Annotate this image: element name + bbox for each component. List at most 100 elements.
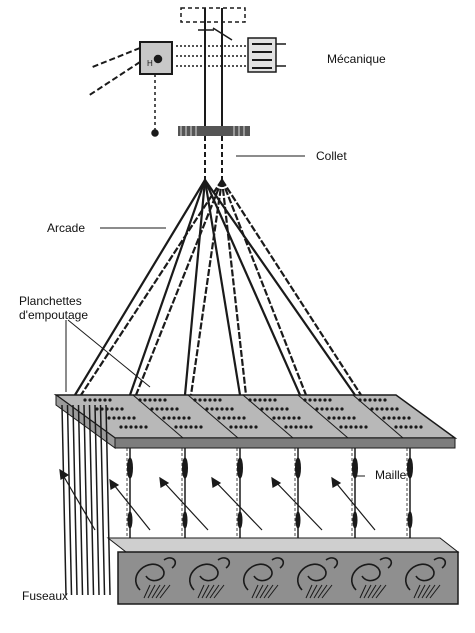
board-hole [318, 398, 322, 402]
board-hole [184, 425, 188, 429]
fabric-leaf [143, 584, 151, 599]
board-hole [112, 416, 116, 420]
board-hole [258, 398, 262, 402]
label-mecanique: Mécanique [327, 52, 386, 66]
warp-arrow [59, 469, 96, 531]
board-hole [325, 407, 329, 411]
board-hole [93, 398, 97, 402]
board-hole [229, 425, 233, 429]
board-hole [199, 425, 203, 429]
board-hole [409, 425, 413, 429]
board-hole [153, 398, 157, 402]
board-hole [124, 425, 128, 429]
board-hole [115, 407, 119, 411]
board-hole [392, 416, 396, 420]
board-hole [177, 416, 181, 420]
warp-arrow [159, 477, 209, 531]
board-hole [282, 416, 286, 420]
board-hole [399, 425, 403, 429]
board-hole [139, 425, 143, 429]
board-hole [239, 425, 243, 429]
board-divider [242, 394, 294, 439]
maille-cords [126, 448, 413, 540]
arcade-cord [74, 179, 206, 396]
board-hole [110, 407, 114, 411]
fabric-leaf [205, 584, 215, 599]
board-hole [340, 407, 344, 411]
board-hole [270, 407, 274, 411]
arcade-cord [204, 179, 356, 396]
board-hole [320, 407, 324, 411]
arcade-cords [74, 179, 362, 396]
maille-eye [182, 457, 188, 479]
board-hole [179, 425, 183, 429]
warp-arrow [271, 477, 323, 531]
board-hole [268, 398, 272, 402]
board-hole [368, 398, 372, 402]
board-hole [160, 407, 164, 411]
board-hole [323, 398, 327, 402]
board-hole [88, 398, 92, 402]
board-hole [299, 425, 303, 429]
board-hole [254, 425, 258, 429]
fabric-leaf [259, 584, 269, 599]
board-hole [227, 416, 231, 420]
board-hole [242, 416, 246, 420]
fabric-leaf [417, 584, 426, 599]
board-hole [95, 407, 99, 411]
patterned-fabric [106, 537, 460, 605]
board-hole [284, 425, 288, 429]
board-divider [352, 394, 404, 439]
label-planchettes: Planchettes d'empoutage [19, 294, 89, 322]
fabric-curl [163, 557, 177, 569]
maille-eye [127, 457, 133, 479]
board-hole [287, 416, 291, 420]
fabric-leaf [151, 584, 161, 599]
board-hole [220, 407, 224, 411]
board-hole [332, 416, 336, 420]
board-hole [407, 416, 411, 420]
maille-eye [295, 511, 301, 529]
board-hole [263, 398, 267, 402]
board-hole [328, 398, 332, 402]
board-hole [155, 407, 159, 411]
board-hole [237, 416, 241, 420]
fabric-scroll [404, 563, 435, 591]
board-hole [234, 425, 238, 429]
board-hole [172, 416, 176, 420]
maille-eye [407, 457, 413, 479]
maille-eye [237, 511, 243, 529]
board-hole [273, 398, 277, 402]
label-arcade: Arcade [47, 221, 86, 235]
board-hole [395, 407, 399, 411]
fabric-curl [433, 557, 447, 569]
fabric-leaf [155, 584, 166, 599]
board-hole [119, 425, 123, 429]
fabric-leaf [197, 584, 205, 599]
arcade-cord [220, 179, 308, 396]
board-hole [174, 425, 178, 429]
fabric-curl [271, 557, 285, 569]
arrow-head [331, 476, 342, 488]
board-hole [378, 398, 382, 402]
board-hole [218, 398, 222, 402]
board-hole [107, 416, 111, 420]
board-hole [272, 416, 276, 420]
board-hole [359, 425, 363, 429]
board-hole [144, 425, 148, 429]
board-hole [148, 398, 152, 402]
fabric-scroll [134, 563, 165, 591]
leader-lines [65, 155, 365, 477]
board-hole [383, 398, 387, 402]
board-hole [108, 398, 112, 402]
board-hole [337, 416, 341, 420]
arcade-cord [189, 179, 224, 396]
fabric-curl [379, 557, 393, 569]
board-hole [182, 416, 186, 420]
board-hole [364, 425, 368, 429]
board-hole [253, 398, 257, 402]
maille-eye [352, 511, 358, 529]
fabric-leaf [421, 584, 431, 599]
arrow-head [211, 476, 222, 488]
board-hole [232, 416, 236, 420]
